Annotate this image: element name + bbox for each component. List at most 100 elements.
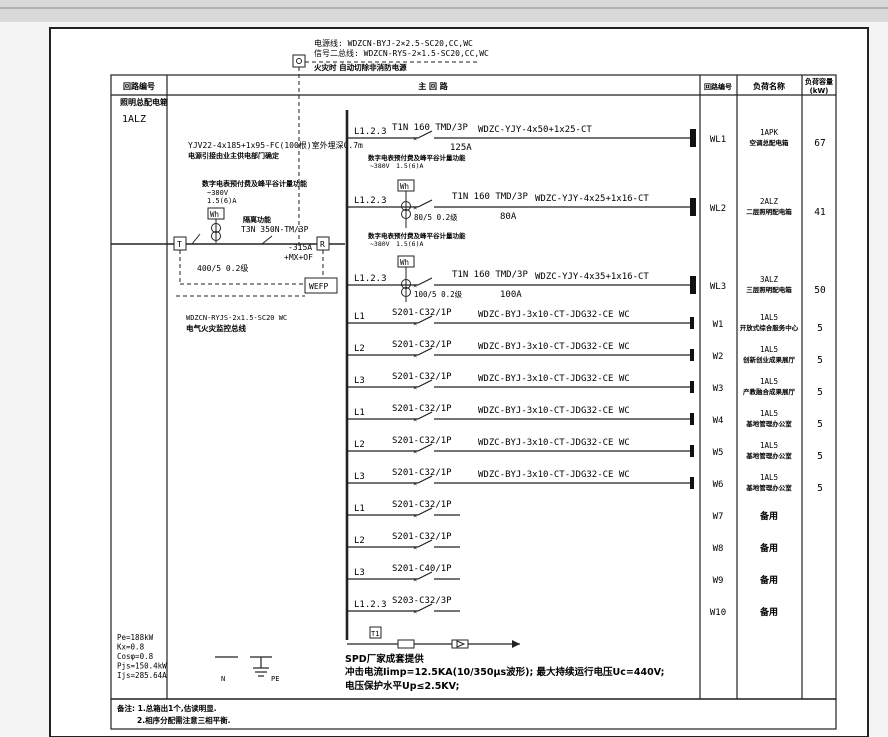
- circuit-kw: 50: [814, 285, 826, 296]
- circuit-breaker: S201-C32/1P: [392, 532, 452, 542]
- circuit-terminal: [690, 445, 694, 457]
- circuit-kw: 5: [817, 451, 823, 462]
- spd-line3: 电压保护水平Up≤2.5KV;: [345, 680, 459, 692]
- circuit-switch-blade: [417, 475, 433, 484]
- incoming-cable: YJV22-4x185+1x95-FC(100根)室外埋深0.7m: [188, 140, 363, 150]
- fire-bus-note: 电气火灾监控总线: [186, 323, 246, 333]
- circuit-amp: 80A: [500, 212, 517, 222]
- spd-line1: SPD厂家成套提供: [345, 653, 424, 665]
- circuit-terminal: [690, 477, 694, 489]
- circuit-kw: 5: [817, 355, 823, 366]
- circuit-breaker: S201-C32/1P: [392, 372, 452, 382]
- circuit-code: W6: [713, 480, 724, 490]
- earth-pe-label: PE: [271, 675, 279, 683]
- circuit-code: W7: [713, 512, 724, 522]
- circuit-terminal: [690, 129, 696, 147]
- branch-meter-note-2: 数字电表预付费及峰平谷计量功能: [368, 231, 466, 240]
- circuit-code: WL2: [710, 204, 726, 214]
- tag-t: T: [177, 240, 182, 249]
- circuit-load-code: 1AL5: [760, 377, 778, 386]
- circuit-load-name: 基地管理办公室: [745, 419, 792, 428]
- circuit-breaker: T1N 160 TMD/3P: [452, 270, 528, 280]
- circuit-code: W1: [713, 320, 724, 330]
- circuit-breaker: S201-C32/1P: [392, 340, 452, 350]
- panel-name: 照明总配电箱: [120, 97, 168, 107]
- header-main-circuit: 主 回 路: [418, 81, 449, 91]
- circuit-switch-cross: ×: [413, 544, 417, 552]
- circuit-switch-cross: ×: [413, 448, 417, 456]
- circuit-phase: L1: [354, 312, 365, 322]
- note-line2: 2.相序分配需注意三相平衡.: [137, 715, 231, 725]
- circuit-breaker: S201-C32/1P: [392, 404, 452, 414]
- circuit-load-code: 1APK: [760, 128, 779, 137]
- ct-spec: 400/5 0.2级: [197, 263, 248, 273]
- header-circuit-code: 回路编号: [704, 82, 732, 91]
- circuit-load-name: 基地管理办公室: [745, 483, 792, 492]
- circuit-load-code: 1AL5: [760, 345, 778, 354]
- rcd-spec1: -315A: [288, 243, 312, 252]
- circuit-phase: L1.2.3: [354, 127, 387, 137]
- circuit-code: W4: [713, 416, 724, 426]
- circuit-load-name: 备用: [759, 574, 778, 586]
- signal-cable-note: 信号二总线: WDZCN-RYS-2×1.5-SC20,CC,WC: [314, 48, 489, 58]
- main-meter-wh: Wh: [210, 210, 219, 219]
- wefp-label: WEFP: [309, 282, 328, 291]
- circuit-load-name: 创新创业成果展厅: [742, 355, 796, 364]
- circuit-switch-cross: ×: [413, 576, 417, 584]
- circuit-phase: L3: [354, 376, 365, 386]
- circuit-switch-cross: ×: [413, 512, 417, 520]
- circuit-kw: 5: [817, 387, 823, 398]
- branch-meter-spec2-1: 1.5(6)A: [396, 162, 423, 170]
- circuit-code: W3: [713, 384, 724, 394]
- circuit-phase: L2: [354, 344, 365, 354]
- branch-meter-wh-1: Wh: [400, 182, 409, 191]
- circuit-phase: L1.2.3: [354, 274, 387, 284]
- circuit-code: W9: [713, 576, 724, 586]
- circuit-switch-cross: ×: [413, 135, 417, 143]
- circuit-switch-blade: [417, 507, 433, 516]
- calc-line: Pjs=150.4kW: [117, 662, 167, 671]
- circuit-code: WL3: [710, 282, 726, 292]
- circuit-amp: 125A: [450, 143, 472, 153]
- circuit-load-code: 1AL5: [760, 409, 778, 418]
- circuit-kw: 67: [814, 138, 825, 149]
- calc-line: Cosφ=0.8: [117, 652, 154, 661]
- circuit-breaker: T1N 160 TMD/3P: [392, 123, 468, 133]
- fire-bus-cable: WDZCN-RYJS-2x1.5-SC20 WC: [186, 314, 287, 322]
- header-load-capacity: 负荷容量: [805, 77, 833, 86]
- note-line1: 备注: 1.总箱出1个,估读明显.: [116, 703, 217, 713]
- circuit-switch-cross: ×: [413, 282, 417, 290]
- main-meter-spec2: 1.5(6)A: [207, 197, 237, 205]
- main-meter-spec1: ~380V: [207, 189, 229, 197]
- circuit-cable: WDZC-YJY-4x25+1x16-CT: [535, 194, 649, 204]
- isolator-label: 隔离功能: [243, 215, 271, 224]
- circuit-switch-blade: [417, 199, 433, 208]
- circuit-terminal: [690, 276, 696, 294]
- circuit-load-name: 备用: [759, 542, 778, 554]
- circuit-breaker: S201-C40/1P: [392, 564, 452, 574]
- circuit-load-name: 三层照明配电箱: [746, 285, 792, 294]
- circuit-breaker: S201-C32/1P: [392, 436, 452, 446]
- circuit-terminal: [690, 413, 694, 425]
- circuit-code: W8: [713, 544, 724, 554]
- circuit-switch-blade: [417, 603, 433, 612]
- circuit-switch-cross: ×: [413, 608, 417, 616]
- circuit-code: W5: [713, 448, 724, 458]
- circuit-phase: L1.2.3: [354, 196, 387, 206]
- circuit-switch-cross: ×: [413, 480, 417, 488]
- circuit-cable: WDZC-BYJ-3x10-CT-JDG32-CE WC: [478, 374, 630, 384]
- circuit-cable: WDZC-YJY-4x35+1x16-CT: [535, 272, 649, 282]
- circuit-phase: L1.2.3: [354, 600, 387, 610]
- circuit-terminal: [690, 198, 696, 216]
- circuit-kw: 41: [814, 207, 826, 218]
- circuit-code: W2: [713, 352, 724, 362]
- branch-meter-wh-2: Wh: [400, 258, 409, 267]
- circuit-phase: L1: [354, 504, 365, 514]
- circuit-terminal: [690, 349, 694, 361]
- circuit-breaker: S201-C32/1P: [392, 308, 452, 318]
- circuit-load-name: 备用: [759, 606, 778, 618]
- circuit-switch-cross: ×: [413, 204, 417, 212]
- circuit-switch-cross: ×: [413, 320, 417, 328]
